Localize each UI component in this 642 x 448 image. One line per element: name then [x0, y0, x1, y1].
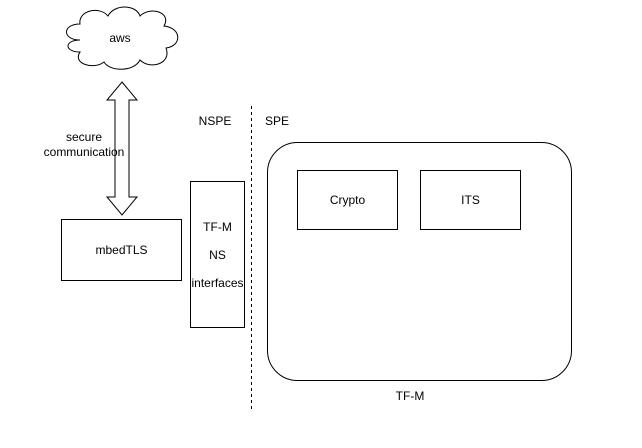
- tfm-ns-interfaces-node[interactable]: TF-M NS interfaces: [190, 181, 245, 328]
- nspe-label: NSPE: [199, 114, 232, 128]
- ns-interfaces-line-3: interfaces: [191, 276, 243, 290]
- crypto-box: [297, 170, 398, 230]
- crypto-node[interactable]: Crypto: [297, 170, 398, 230]
- mbedtls-label: mbedTLS: [95, 243, 147, 257]
- spe-label: SPE: [265, 114, 289, 128]
- secure-communication-edge[interactable]: [105, 81, 139, 216]
- mbedtls-box: [61, 219, 182, 281]
- ns-interfaces-box: [190, 181, 245, 328]
- cloud-icon: [66, 6, 179, 70]
- edge-label-line-1: secure: [66, 130, 102, 144]
- double-arrow-icon: [105, 81, 139, 216]
- mbedtls-node[interactable]: mbedTLS: [61, 219, 182, 281]
- crypto-label: Crypto: [330, 193, 366, 207]
- its-box: [420, 170, 521, 230]
- edge-label-line-2: communication: [44, 145, 125, 159]
- its-node[interactable]: ITS: [420, 170, 521, 230]
- tfm-container-label: TF-M: [396, 389, 425, 403]
- aws-label: aws: [109, 31, 130, 45]
- its-label: ITS: [461, 193, 480, 207]
- aws-cloud-node[interactable]: aws: [66, 6, 179, 70]
- ns-interfaces-line-1: TF-M: [203, 220, 232, 234]
- ns-interfaces-line-2: NS: [209, 248, 226, 262]
